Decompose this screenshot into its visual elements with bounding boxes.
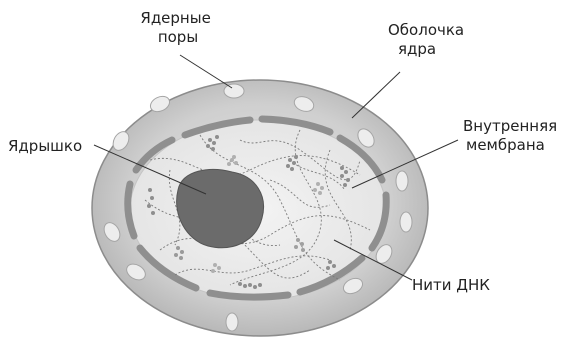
nuclear-pore [400,212,412,232]
leader-line-envelope [352,72,400,118]
nuclear-pore [396,171,408,191]
leader-line-pores [180,55,232,88]
nuclear-pore [226,313,238,331]
label-nuclear-pores: Ядерные поры [140,9,215,46]
label-nuclear-pores-line1: Ядерные [140,9,210,27]
label-nucleolus: Ядрышко [8,137,82,155]
label-envelope-line1: Оболочка [388,21,464,39]
label-envelope-line2: ядра [398,40,436,58]
label-envelope: Оболочка ядра [388,21,469,58]
label-dna-threads: Нити ДНК [412,276,490,294]
label-inner-membrane: Внутренняя мембрана [463,117,562,154]
label-inner-membrane-line2: мембрана [466,136,545,154]
label-inner-membrane-line1: Внутренняя [463,117,557,135]
nuclear-pore [224,84,244,98]
label-nuclear-pores-line2: поры [158,28,198,46]
